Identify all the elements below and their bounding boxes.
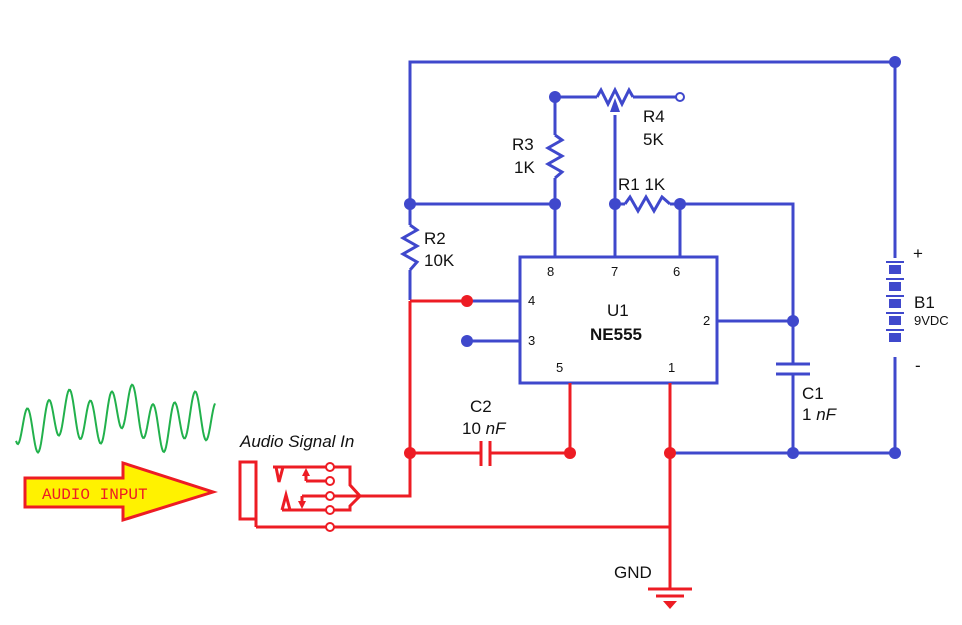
- battery-cell: [889, 333, 901, 342]
- pin-2: 2: [703, 313, 710, 328]
- audio-input-label: AUDIO INPUT: [42, 486, 148, 504]
- audio-jack[interactable]: [238, 460, 363, 532]
- audio-input-arrow: AUDIO INPUT: [23, 460, 218, 523]
- r2-ref: R2: [424, 229, 446, 248]
- battery-cell: [889, 316, 901, 325]
- r4-value: 5K: [643, 130, 664, 149]
- battery-cell: [889, 265, 901, 274]
- pin-7: 7: [611, 264, 618, 279]
- pin-8: 8: [547, 264, 554, 279]
- jack-label: Audio Signal In: [239, 432, 354, 451]
- resistor-r2: [399, 223, 421, 271]
- r4-ref: R4: [643, 107, 665, 126]
- resistor-r1: [623, 193, 671, 215]
- r3-value: 1K: [514, 158, 535, 177]
- pin-3: 3: [528, 333, 535, 348]
- capacitor-c1: [776, 362, 810, 376]
- pin-4: 4: [528, 293, 535, 308]
- blue-wires: [408, 60, 897, 455]
- pin-5: 5: [556, 360, 563, 375]
- battery-cell: [889, 299, 901, 308]
- c1-value: 1 nF: [802, 405, 838, 424]
- ic-u1-body: [518, 255, 719, 385]
- c1-ref: C1: [802, 384, 824, 403]
- r3-ref: R3: [512, 135, 534, 154]
- u1-part: NE555: [590, 325, 642, 344]
- pin-6: 6: [673, 264, 680, 279]
- resistor-r3: [544, 133, 566, 180]
- c2-ref: C2: [470, 397, 492, 416]
- b1-plus: +: [913, 244, 923, 263]
- gnd-label: GND: [614, 563, 652, 582]
- audio-waveform-icon: [15, 383, 216, 454]
- b1-ref: B1: [914, 293, 935, 312]
- r2-value: 10K: [424, 251, 455, 270]
- c2-value: 10 nF: [462, 419, 507, 438]
- junction-dots: [404, 56, 901, 459]
- potentiometer-r4: [595, 86, 685, 112]
- r1-ref: R1 1K: [618, 175, 666, 194]
- ground-symbol: [648, 587, 692, 609]
- capacitor-c2: [479, 441, 492, 466]
- b1-minus: -: [915, 356, 921, 375]
- pin-1: 1: [668, 360, 675, 375]
- battery-cell: [889, 282, 901, 291]
- b1-value: 9VDC: [914, 313, 949, 328]
- u1-ref: U1: [607, 301, 629, 320]
- battery-b1: [886, 261, 904, 342]
